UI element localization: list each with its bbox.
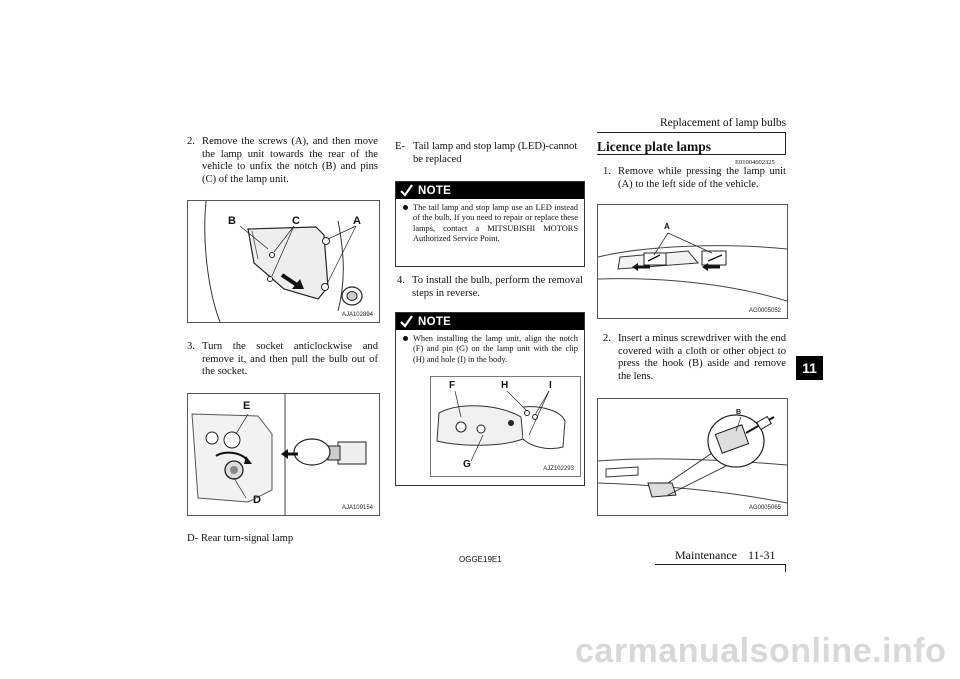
step-text: Remove while pressing the lamp unit (A) … [618,166,786,190]
bullet-icon [403,205,408,210]
figure-code: AG0005052 [748,308,781,314]
callout-a: A [664,222,670,231]
step-text: To install the bulb, perform the removal… [412,275,583,299]
left-step-2: 2. Remove the screws (A), and then move … [187,136,378,186]
note-body: The tail lamp and stop lamp use an LED i… [396,199,584,250]
doc-code: OGGE19E1 [459,555,502,564]
note-header: NOTE [396,313,584,330]
step-number: 1. [603,166,611,177]
footer-section: Maintenance [675,548,737,562]
note-text: The tail lamp and stop lamp use an LED i… [413,203,578,243]
step-text: Turn the socket anticlockwise and remove… [202,341,378,378]
footer-rule-tick [785,564,786,572]
step-number: 2. [187,136,195,147]
note-check-icon [400,184,413,197]
figure-code: AG0005065 [748,505,781,511]
figure-lens-remove: B AG0005065 [597,398,788,516]
callout-i: I [549,380,552,391]
plate-lamp-illustration [598,232,787,302]
figure-code: AJZ102293 [543,466,574,472]
header-rule [597,132,786,133]
note-box-2: NOTE When installing the lamp unit, alig… [395,312,585,486]
socket-illustration [191,394,367,515]
reference-code: E01004602325 [735,159,775,166]
caption-e: E- Tail lamp and stop lamp (LED)-cannot … [395,141,583,166]
note-text: When installing the lamp unit, align the… [413,334,578,364]
section-heading: Licence plate lamps [597,139,711,154]
heading-rule [597,154,786,155]
right-step-2: 2. Insert a minus screwdriver with the e… [603,333,786,383]
figure-socket-bulb: E D AJA109154 [187,393,380,516]
step-text: Remove the screws (A), and then move the… [202,136,378,185]
watermark: carmanualsonline.info [575,632,947,670]
note-check-icon [400,315,413,328]
callout-a: A [353,215,361,227]
chapter-tab-number: 11 [802,360,817,376]
callout-f: F [449,380,456,391]
callout-h: H [501,380,509,391]
note-header: NOTE [396,182,584,199]
figure-code: AJA102894 [341,312,373,318]
step-number: 2. [603,333,611,344]
figure-code: AJA109154 [341,505,373,511]
rear-lamp-illustration [204,201,363,322]
figure-plate-lamp-remove: A AG0005052 [597,204,788,319]
step-number: 3. [187,341,195,352]
callout-b: B [736,409,742,416]
footer-rule [655,564,786,565]
left-step-3: 3. Turn the socket anticlockwise and rem… [187,341,378,379]
note-body: When installing the lamp unit, align the… [396,330,584,371]
note-box-1: NOTE The tail lamp and stop lamp use an … [395,181,585,267]
heading-rule-tick [785,138,786,154]
right-step-1: 1. Remove while pressing the lamp unit (… [603,166,786,191]
callout-b: B [228,215,236,227]
callout-e: E [243,400,251,412]
caption-prefix: E- [395,141,405,152]
note-title: NOTE [418,315,452,328]
page-number: 11-31 [748,548,776,562]
bullet-icon [403,336,408,341]
callout-d: D [253,494,261,506]
lamp-install-illustration [436,390,566,462]
caption-d: D- Rear turn-signal lamp [187,533,294,544]
step-text: Insert a minus screwdriver with the end … [618,333,786,382]
figure-lamp-install: F H I G AJZ102293 [430,376,581,477]
chapter-tab: 11 [796,356,823,380]
note-title: NOTE [418,184,452,197]
callout-c: C [292,215,300,227]
figure-rear-lamp-unit: B C A AJA102894 [187,200,380,323]
middle-step-4: 4. To install the bulb, perform the remo… [397,275,583,300]
lens-removal-illustration [598,414,787,504]
step-number: 4. [397,275,405,286]
callout-g: G [463,459,471,470]
header-rule-tick [785,132,786,140]
caption-text: Tail lamp and stop lamp (LED)-cannot be … [413,141,578,165]
running-header: Replacement of lamp bulbs [660,117,787,129]
